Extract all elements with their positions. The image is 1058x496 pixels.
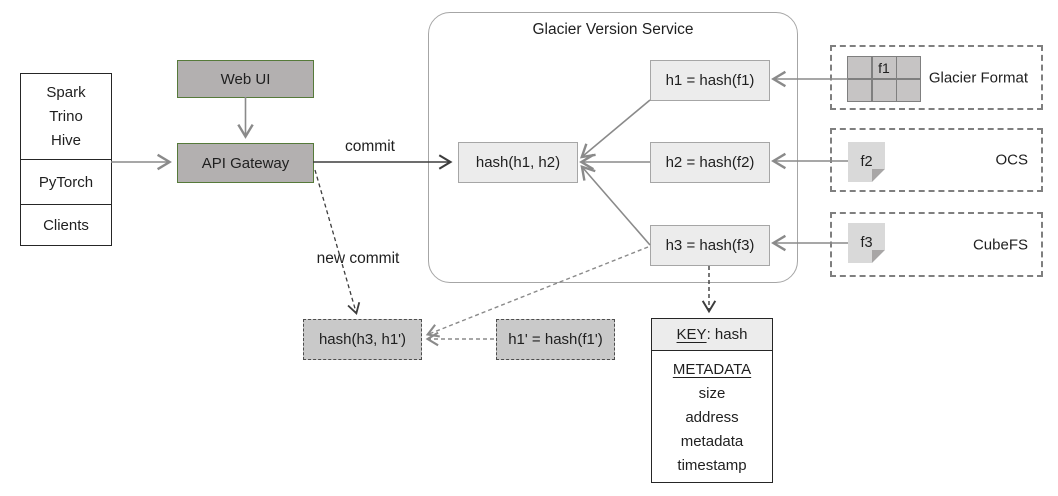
cubefs-box: f3 CubeFS xyxy=(830,212,1043,277)
client-pytorch-label: PyTorch xyxy=(38,173,94,191)
new-root-hash-label: hash(h3, h1') xyxy=(318,331,407,348)
h1-prime-hash-box: h1' = hash(f1') xyxy=(496,319,615,360)
key-label: KEY xyxy=(676,326,707,343)
grid-cell xyxy=(848,79,871,101)
clients-pytorch-section: PyTorch xyxy=(21,159,111,204)
f1-file-label: f1 xyxy=(872,57,896,79)
web-ui-label: Web UI xyxy=(220,70,271,88)
h2-hash-box: h2 = hash(f2) xyxy=(650,142,770,183)
f2-file-label: f2 xyxy=(860,154,873,170)
new-commit-label: new commit xyxy=(316,250,400,267)
grid-cell xyxy=(872,79,896,101)
new-root-hash-box: hash(h3, h1') xyxy=(303,319,422,360)
arrow-new-commit-dashed xyxy=(314,169,361,315)
clients-box: Spark Trino Hive PyTorch Clients xyxy=(20,73,112,246)
commit-label: commit xyxy=(345,138,395,155)
client-spark-label: Spark xyxy=(46,83,86,101)
f3-file-label: f3 xyxy=(860,235,873,251)
cubefs-label: CubeFS xyxy=(972,236,1028,253)
glacier-format-label: Glacier Format xyxy=(928,69,1028,86)
web-ui-box: Web UI xyxy=(177,60,314,98)
metadata-row-address: address xyxy=(685,409,739,426)
key-value: : hash xyxy=(706,326,748,343)
key-metadata-table: KEY: hash METADATA size address metadata… xyxy=(651,318,773,483)
metadata-row-size: size xyxy=(698,385,726,402)
service-title: Glacier Version Service xyxy=(532,21,694,38)
metadata-row-metadata: metadata xyxy=(680,433,744,450)
clients-engines-section: Spark Trino Hive xyxy=(21,74,111,159)
client-trino-label: Trino xyxy=(49,107,83,125)
api-gateway-label: API Gateway xyxy=(201,154,290,172)
glacier-format-box: f1 Glacier Format xyxy=(830,45,1043,110)
f2-note-icon: f2 xyxy=(848,142,885,182)
client-hive-label: Hive xyxy=(50,131,81,149)
key-header-row: KEY: hash xyxy=(652,319,772,351)
grid-cell xyxy=(848,57,871,79)
h3-hash-box: h3 = hash(f3) xyxy=(650,225,770,266)
f3-note-icon: f3 xyxy=(848,223,885,263)
metadata-row-timestamp: timestamp xyxy=(677,457,747,474)
ocs-box: f2 OCS xyxy=(830,128,1043,192)
grid-cell xyxy=(897,57,920,79)
h1-hash-label: h1 = hash(f1) xyxy=(665,72,755,89)
metadata-title: METADATA xyxy=(672,361,752,378)
h2-hash-label: h2 = hash(f2) xyxy=(665,154,755,171)
grid-cell xyxy=(897,79,920,101)
h3-hash-label: h3 = hash(f3) xyxy=(665,237,755,254)
client-generic-label: Clients xyxy=(43,216,89,234)
api-gateway-box: API Gateway xyxy=(177,143,314,183)
clients-generic-section: Clients xyxy=(21,204,111,245)
h1-prime-hash-label: h1' = hash(f1') xyxy=(508,331,603,348)
root-hash-label: hash(h1, h2) xyxy=(475,154,561,171)
metadata-body: METADATA size address metadata timestamp xyxy=(652,351,772,482)
table-grid-icon: f1 xyxy=(847,56,921,102)
h1-hash-box: h1 = hash(f1) xyxy=(650,60,770,101)
root-hash-box: hash(h1, h2) xyxy=(458,142,578,183)
ocs-label: OCS xyxy=(995,151,1028,169)
